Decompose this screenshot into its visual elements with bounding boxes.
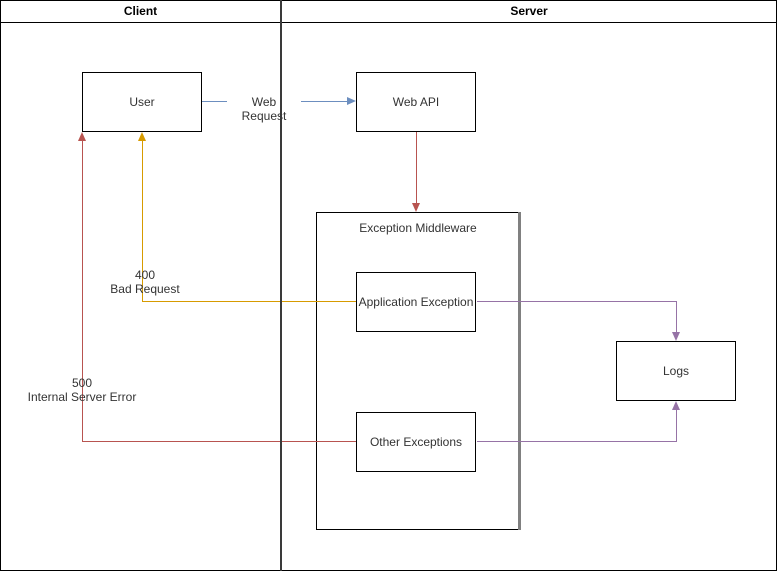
edge-segment	[676, 410, 677, 441]
node-web-api-label: Web API	[392, 95, 440, 109]
status-code: 500	[71, 376, 93, 390]
arrowhead-right-icon	[347, 97, 356, 105]
node-web-api[interactable]: Web API	[356, 72, 476, 132]
edge-label-bad-request: 400 Bad Request	[95, 268, 195, 296]
node-other-exceptions[interactable]: Other Exceptions	[356, 412, 476, 472]
node-logs-label: Logs	[662, 364, 690, 378]
edge-segment	[676, 301, 677, 332]
status-text: Bad Request	[110, 282, 180, 296]
arrowhead-up-icon	[138, 132, 146, 141]
edge-segment	[142, 141, 143, 302]
lane-header-separator	[0, 22, 777, 23]
arrowhead-up-icon	[672, 401, 680, 410]
arrowhead-down-icon	[672, 332, 680, 341]
edge-segment	[82, 141, 83, 442]
node-application-exception-label: Application Exception	[358, 295, 474, 309]
arrowhead-down-icon	[412, 203, 420, 212]
lane-title-server: Server	[510, 4, 548, 18]
client-server-divider	[280, 0, 282, 571]
status-code: 400	[134, 268, 156, 282]
edge-segment	[477, 441, 677, 442]
node-logs[interactable]: Logs	[616, 341, 736, 401]
node-exception-middleware[interactable]: Exception Middleware	[316, 212, 520, 530]
exception-middleware-label: Exception Middleware	[359, 221, 477, 235]
status-text: Internal Server Error	[27, 390, 137, 404]
node-user[interactable]: User	[82, 72, 202, 132]
edge-label-web-request: Web Request	[227, 95, 301, 123]
edge-segment	[416, 132, 417, 203]
lane-title-client: Client	[123, 4, 158, 18]
edge-segment	[142, 301, 356, 302]
node-user-label: User	[129, 95, 155, 109]
edge-segment	[477, 301, 677, 302]
node-application-exception[interactable]: Application Exception	[356, 272, 476, 332]
exception-middleware-right-shadow	[518, 212, 521, 530]
edge-segment	[82, 441, 356, 442]
node-other-exceptions-label: Other Exceptions	[369, 435, 463, 449]
arrowhead-up-icon	[78, 132, 86, 141]
edge-label-internal-server-error: 500 Internal Server Error	[12, 376, 152, 404]
